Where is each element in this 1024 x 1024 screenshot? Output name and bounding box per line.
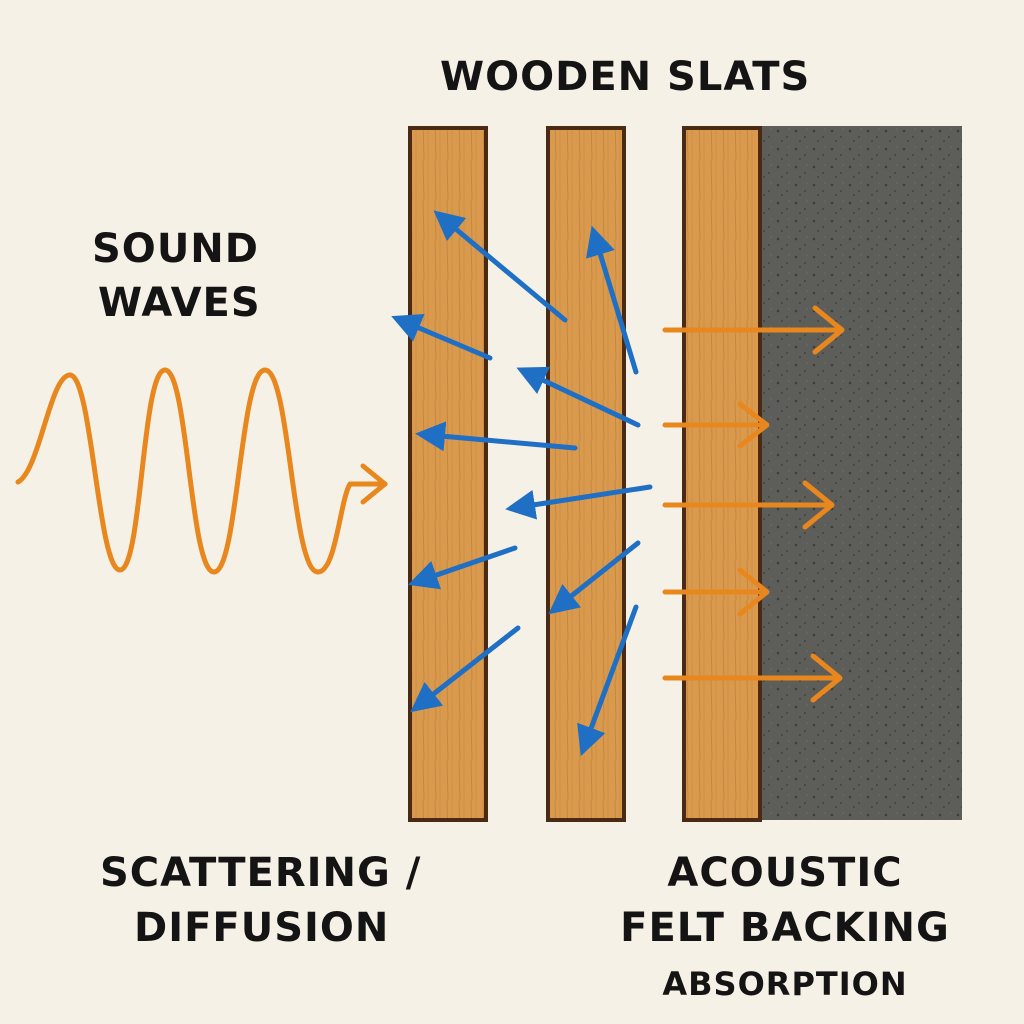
scattering-label-line1: SCATTERING /: [100, 850, 422, 896]
felt-backing: [758, 126, 962, 820]
scatter-arrow-6: [505, 484, 653, 520]
scattering-label-line2: DIFFUSION: [134, 905, 390, 951]
title-wooden-slats: WOODEN SLATS: [440, 54, 811, 100]
scatter-arrow-2: [391, 314, 493, 361]
felt-label-line2: FELT BACKING: [620, 905, 950, 951]
scatter-arrow-8: [548, 540, 641, 615]
sound-wave: [15, 367, 388, 575]
wooden-slat-2: [546, 126, 626, 822]
sound-waves-label-line2: WAVES: [98, 280, 261, 326]
wooden-slat-1: [408, 126, 488, 822]
scatter-arrow-5: [415, 421, 578, 452]
sound-wave-arrowhead: [360, 463, 388, 505]
scatter-arrow-4: [516, 366, 641, 428]
wooden-slat-3: [682, 126, 762, 822]
absorption-arrows: [662, 305, 845, 703]
scatter-arrow-3: [585, 225, 639, 375]
scatter-arrow-1: [433, 210, 568, 323]
sound-waves-label-line1: SOUND: [92, 226, 259, 272]
scatter-arrow-7: [407, 545, 518, 590]
scatter-arrow-10: [577, 604, 639, 757]
felt-label-line1: ACOUSTIC: [667, 850, 903, 896]
felt-label-line3: ABSORPTION: [662, 965, 908, 1003]
scatter-arrow-9: [410, 625, 521, 713]
scatter-arrows: [391, 210, 653, 757]
